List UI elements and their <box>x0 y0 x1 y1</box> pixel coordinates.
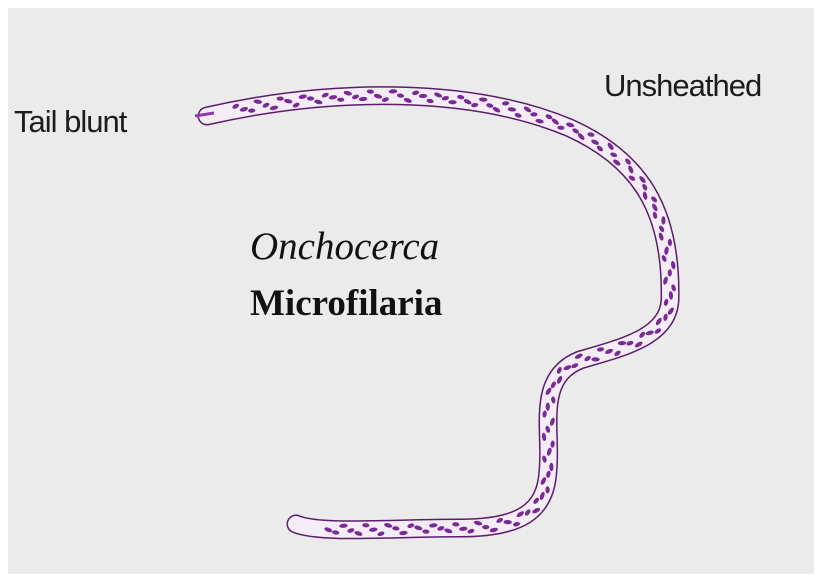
nucleus <box>661 216 665 224</box>
stage-title: Microfilaria <box>250 282 442 325</box>
genus-title: Onchocerca <box>250 224 439 269</box>
tail-blunt-label: Tail blunt <box>14 104 126 140</box>
unsheathed-label: Unsheathed <box>604 68 761 104</box>
nucleus <box>482 525 489 529</box>
